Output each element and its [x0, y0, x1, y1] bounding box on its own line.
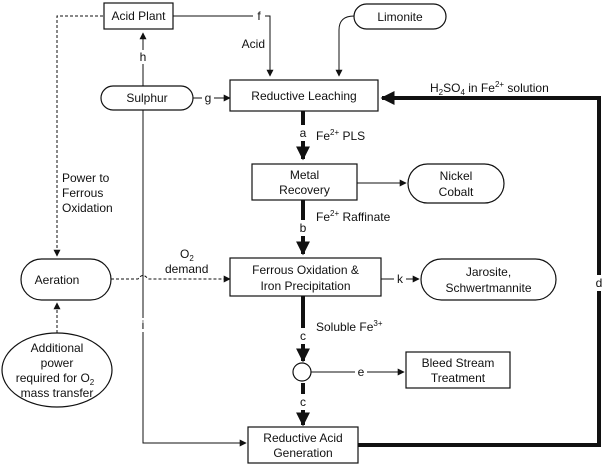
stream-label-c2: c: [300, 395, 306, 409]
stream-label-h: h: [140, 50, 147, 64]
reductive-acid-label-1: Reductive Acid: [263, 431, 342, 445]
bleed-stream-box: Bleed Stream Treatment: [405, 351, 511, 389]
acid-annotation: Acid: [242, 37, 265, 51]
jarosite-label-2: Schwertmannite: [445, 281, 531, 295]
nickel-cobalt-box: Nickel Cobalt: [407, 163, 505, 204]
stream-label-i: i: [142, 318, 145, 332]
stream-label-g: g: [205, 91, 212, 105]
demand-annotation: demand: [165, 262, 208, 276]
stream-label-e: e: [358, 365, 365, 379]
acid-plant-box: Acid Plant: [103, 2, 174, 30]
additional-power-label-1: Additional: [31, 341, 84, 355]
additional-power-label-2: power: [41, 356, 74, 370]
sulphur-label: Sulphur: [126, 91, 167, 105]
stream-i-line: [142, 110, 247, 447]
metal-recovery-label-1: Metal: [290, 168, 319, 182]
ferrous-oxidation-label-2: Iron Precipitation: [260, 279, 350, 293]
nickel-cobalt-label-2: Cobalt: [439, 185, 474, 199]
stream-label-c1: c: [300, 329, 306, 343]
aeration-box: Aeration: [20, 258, 112, 301]
stream-label-b: b: [300, 221, 307, 235]
sulphur-box: Sulphur: [100, 85, 194, 111]
reductive-acid-box: Reductive Acid Generation: [247, 426, 359, 464]
stream-label-a: a: [300, 126, 307, 140]
limonite-label: Limonite: [377, 10, 423, 24]
limonite-box: Limonite: [353, 3, 447, 30]
h2so4-annotation: H2SO4 in Fe2+ solution: [430, 80, 549, 97]
stream-f-line: [173, 15, 274, 77]
additional-power-label-4: mass transfer: [21, 386, 94, 400]
power-to-ferrous-line: [53, 15, 103, 257]
stream-d-line: [358, 91, 601, 447]
reductive-leaching-box: Reductive Leaching: [229, 79, 379, 112]
splitter-node: [292, 362, 312, 382]
reductive-leaching-label: Reductive Leaching: [251, 89, 356, 103]
aeration-label: Aeration: [35, 273, 80, 287]
ferrous-oxidation-label-1: Ferrous Oxidation &: [252, 263, 359, 277]
jarosite-label-1: Jarosite,: [466, 265, 511, 279]
power-to-annotation-1: Power to: [62, 171, 110, 185]
o2-annotation: O2: [180, 247, 194, 263]
nickel-cobalt-label-1: Nickel: [440, 169, 473, 183]
stream-label-d: d: [596, 276, 603, 290]
soluble-fe-annotation: Soluble Fe3+: [316, 319, 383, 334]
additional-power-box: Additional power required for O2 mass tr…: [1, 332, 113, 408]
ferrous-oxidation-box: Ferrous Oxidation & Iron Precipitation: [229, 257, 382, 297]
stream-label-k: k: [397, 272, 404, 286]
stream-label-f: f: [257, 9, 261, 23]
jarosite-box: Jarosite, Schwertmannite: [420, 258, 557, 301]
power-to-annotation-2: Ferrous: [62, 186, 103, 200]
limonite-feed-line: [335, 15, 355, 77]
bleed-stream-label-2: Treatment: [431, 371, 486, 385]
metal-recovery-label-2: Recovery: [279, 183, 330, 197]
reductive-acid-label-2: Generation: [273, 446, 332, 460]
metal-recovery-box: Metal Recovery: [251, 163, 358, 201]
acid-plant-label: Acid Plant: [111, 9, 166, 23]
fe-pls-annotation: Fe2+ PLS: [316, 128, 365, 143]
fe-raffinate-annotation: Fe2+ Raffinate: [316, 209, 391, 224]
power-to-annotation-3: Oxidation: [62, 201, 113, 215]
additional-power-label-3: required for O2: [16, 371, 95, 387]
o2-demand-line: [111, 275, 231, 283]
bleed-stream-label-1: Bleed Stream: [422, 356, 495, 370]
